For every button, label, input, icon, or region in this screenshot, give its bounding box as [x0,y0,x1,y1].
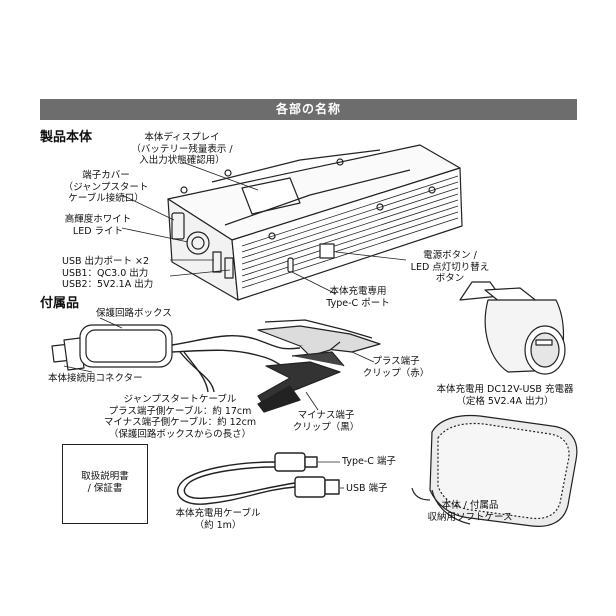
manual-label-line1: 取扱説明書 [81,471,129,482]
display-label-line3: 入出力状態確認用） [139,155,225,166]
banner-title: 各部の名称 [275,102,341,116]
power-button-label: 電源ボタン / LED 点灯切り替え ボタン [398,250,502,285]
connector-label: 本体接続用コネクター [48,373,143,384]
port-cover-label-line2: （ジャンプスタート [63,181,149,193]
soft-case-label-line1: 本体 / 付属品 [441,500,499,511]
led-light-label-line1: 高輝度ホワイト [64,214,132,225]
soft-case-label-line2: 収納用ソフトケース [427,511,513,523]
manual-box: 取扱説明書 / 保証書 [62,444,148,524]
typec-end-label: Type-C 端子 [342,456,396,467]
port-cover-label-line1: 端子カバー [82,170,130,181]
power-button-label-line1: 電源ボタン / [423,250,477,261]
display-label-line1: 本体ディスプレイ [144,132,220,143]
display-label: 本体ディスプレイ （バッテリー残量表示 / 入出力状態確認用） [122,132,242,167]
minus-clip-label: マイナス端子 クリップ（黒） [286,410,366,433]
jump-cable-label-line2: プラス端子側ケーブル：約 17cm [108,405,252,417]
usb-ports-label-line2: USB1：QC3.0 出力 [62,267,149,279]
charge-cable-label-line1: 本体充電用ケーブル [175,508,261,519]
jump-cable-label-line3: マイナス端子側ケーブル：約 12cm [103,417,257,428]
plus-clip-label-line1: プラス端子 [372,356,420,367]
accessories-heading: 付属品 [40,296,80,311]
soft-case-label: 本体 / 付属品 収納用ソフトケース [420,500,520,523]
jump-cable-label-line4: （保護回路ボックスからの長さ） [108,428,252,440]
charging-cable [177,452,340,505]
led-light-label-line2: LED ライト [72,225,124,237]
port-cover-label: 端子カバー （ジャンプスタート ケーブル接続口） [56,170,156,205]
protection-box-label: 保護回路ボックス [96,308,172,319]
minus-clip [257,351,345,413]
typec-port-label-line2: Type-C ポート [326,297,390,309]
usb-ports-label: USB 出力ポート ×2 USB1：QC3.0 出力 USB2：5V2.1A 出… [62,256,153,291]
power-button-label-line3: ボタン [435,273,465,284]
port-cover-label-line3: ケーブル接続口） [68,193,144,204]
typec-port-label: 本体充電専用 Type-C ポート [318,286,398,309]
car-charger [459,281,566,375]
manual-label-line2: / 保証書 [87,482,123,494]
car-charger-label: 本体充電用 DC12V-USB 充電器 （定格 5V2.4A 出力） [430,384,580,407]
minus-clip-label-line2: クリップ（黒） [292,421,360,433]
charge-cable-label-line2: （約 1m） [194,519,242,531]
charge-cable-label: 本体充電用ケーブル （約 1m） [168,508,268,531]
usb-ports-label-line1: USB 出力ポート ×2 [62,256,150,267]
jump-cable-label: ジャンプスタートケーブル プラス端子側ケーブル：約 17cm マイナス端子側ケー… [92,394,268,440]
protection-box [51,324,173,371]
soft-case [411,414,578,527]
manual-label: 取扱説明書 / 保証書 [63,471,147,494]
plus-clip [257,319,381,357]
led-light-label: 高輝度ホワイト LED ライト [58,214,138,237]
display-label-line2: （バッテリー残量表示 / [131,143,233,155]
plus-clip-label: プラス端子 クリップ（赤） [356,356,436,379]
usb-end-label: USB 端子 [346,483,388,494]
car-charger-label-line2: （定格 5V2.4A 出力） [456,395,554,407]
power-button-label-line2: LED 点灯切り替え [410,261,490,273]
plus-clip-label-line2: クリップ（赤） [362,367,430,379]
main-unit-heading: 製品本体 [40,130,93,145]
car-charger-label-line1: 本体充電用 DC12V-USB 充電器 [436,384,574,395]
jump-cable-label-line1: ジャンプスタートケーブル [123,394,237,405]
section-banner: 各部の名称 [40,99,577,120]
minus-clip-label-line1: マイナス端子 [297,410,355,421]
typec-port-label-line1: 本体充電専用 [329,286,387,297]
leader-lines [63,161,407,489]
jump-starter-body [167,144,463,301]
usb-ports-label-line3: USB2：5V2.1A 出力 [62,279,154,290]
